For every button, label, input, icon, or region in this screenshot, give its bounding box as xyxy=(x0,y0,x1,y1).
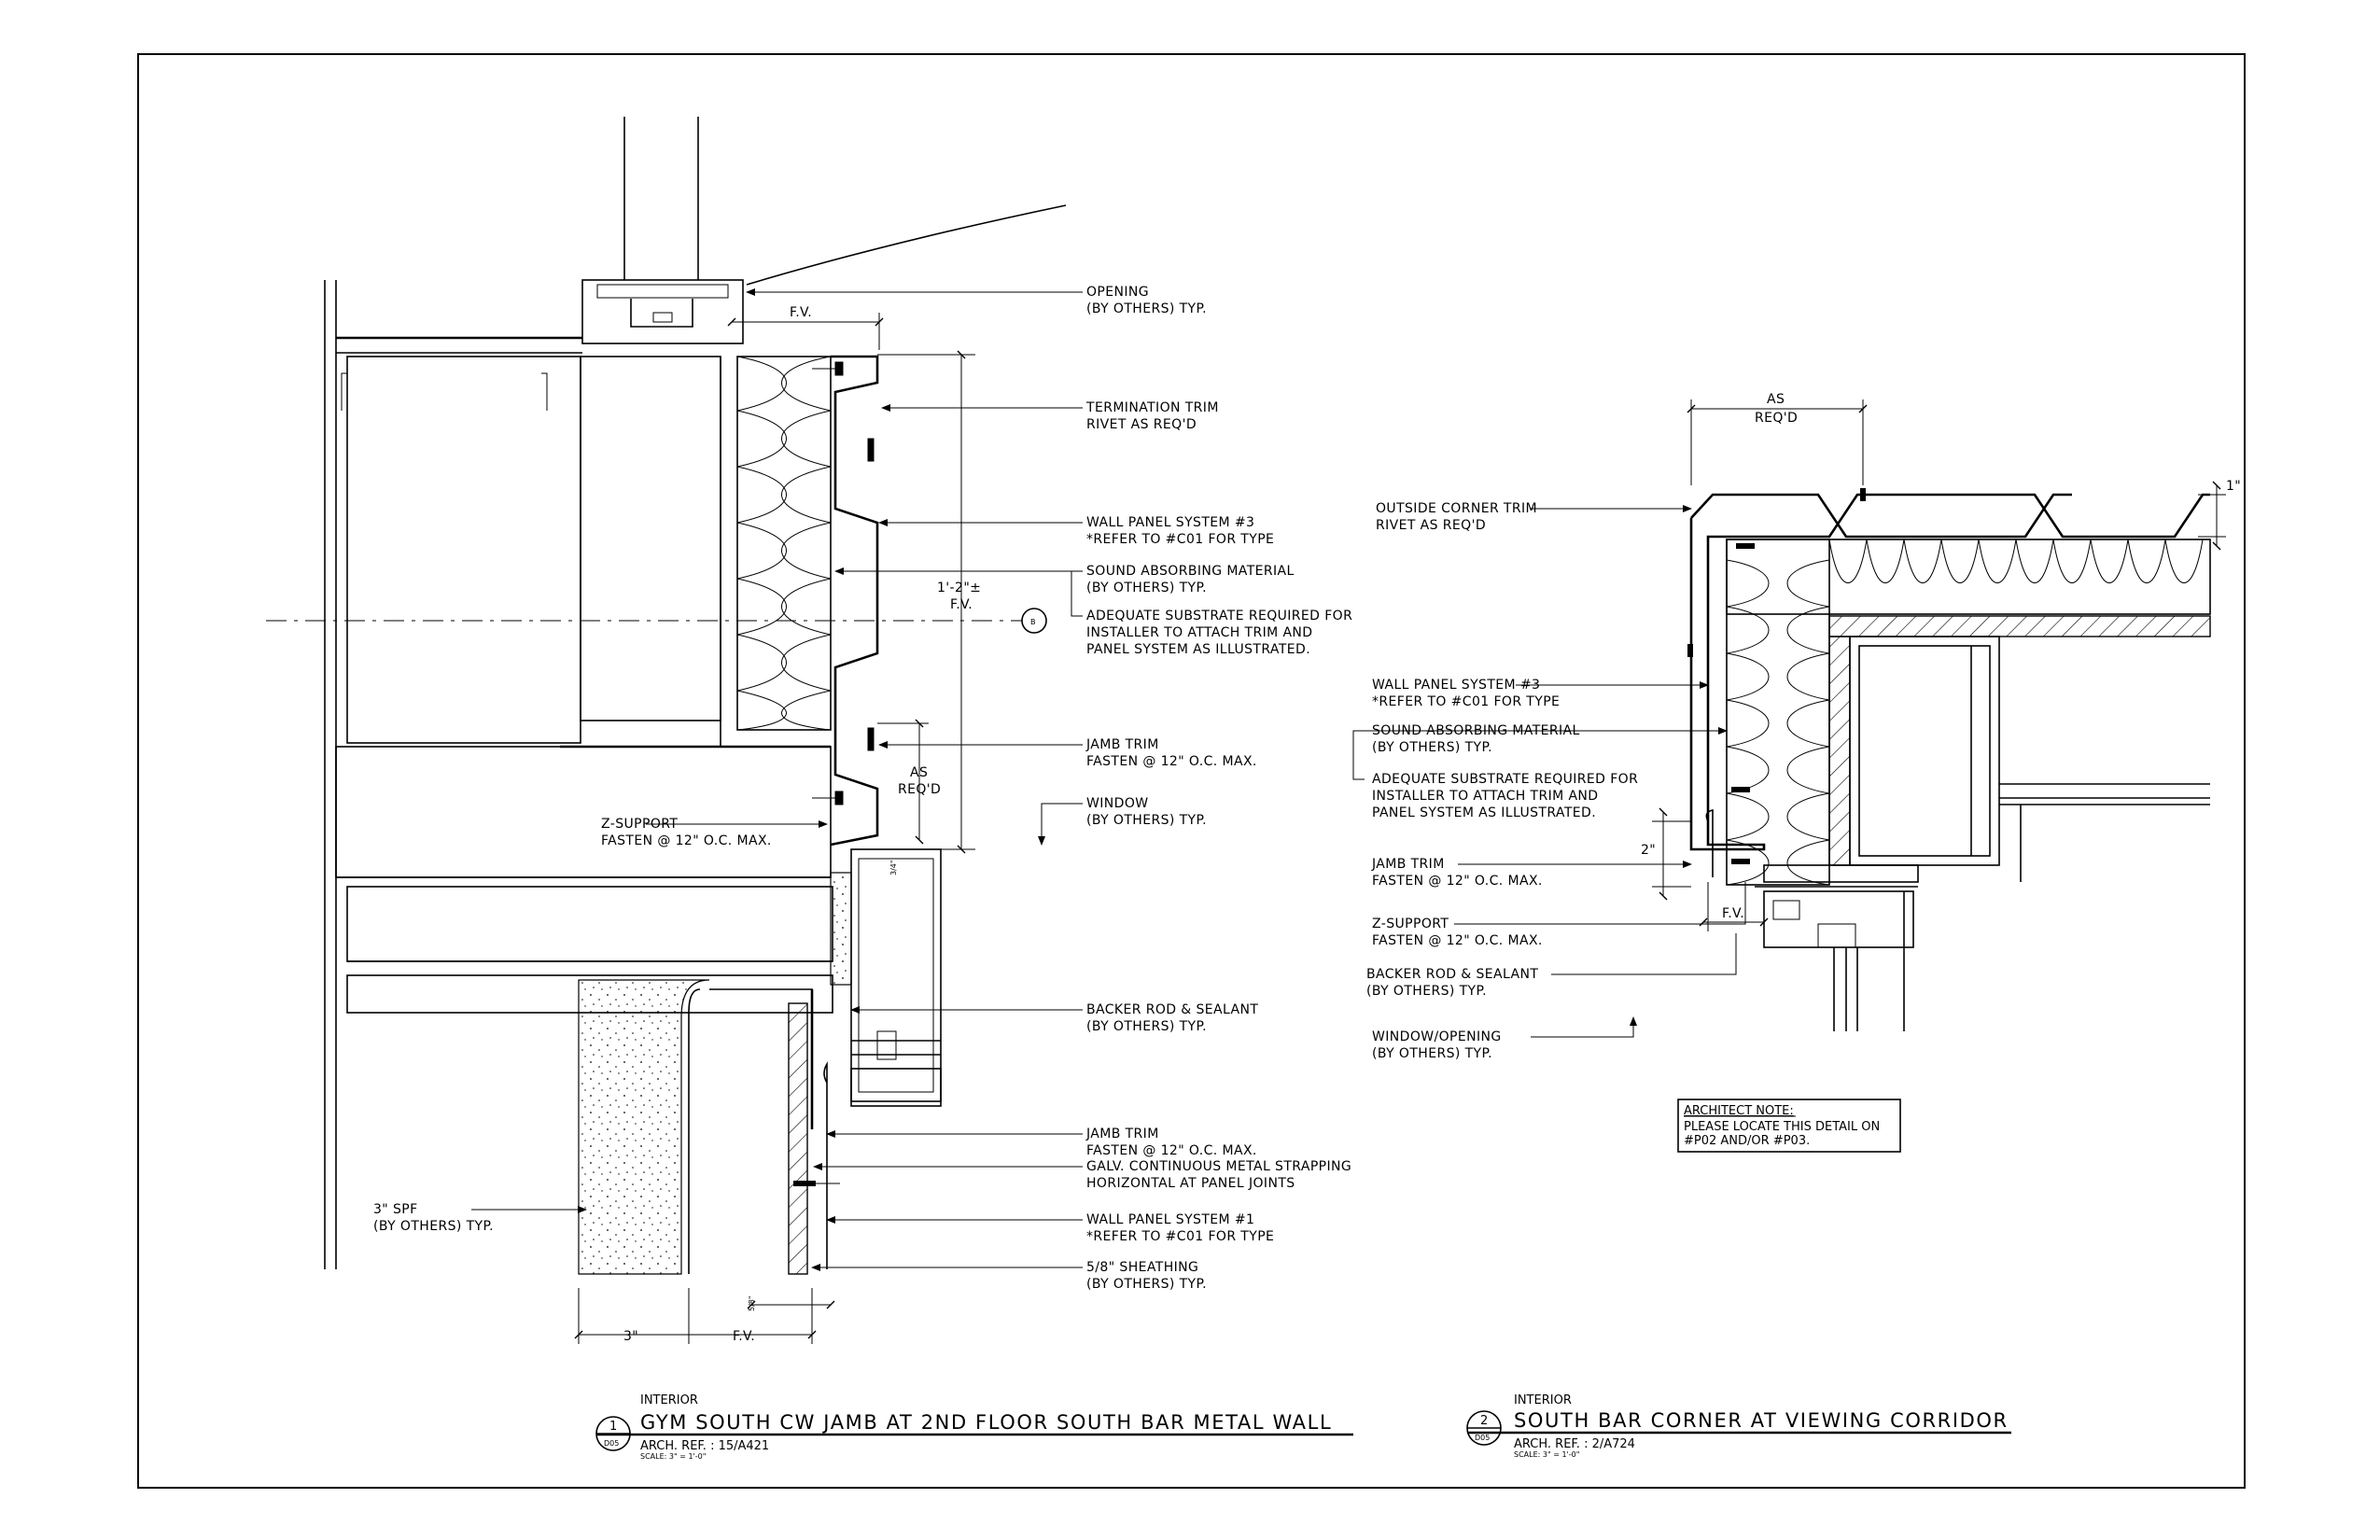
detail-1-dim-bottom-fv: F.V. xyxy=(733,1329,755,1344)
label-opening-1: OPENING xyxy=(1086,285,1149,300)
detail-1-labels: OPENING (BY OTHERS) TYP. TERMINATION TRI… xyxy=(373,285,1352,1292)
label-window-1: WINDOW xyxy=(1086,796,1149,811)
detail-1-dim-fv-top: F.V. xyxy=(790,305,812,320)
detail-1-dim-as-reqd-1: AS xyxy=(910,765,928,780)
detail-2-labels: OUTSIDE CORNER TRIM RIVET AS REQ'D WALL … xyxy=(1366,501,1638,1061)
label-wall-panel-1-1: WALL PANEL SYSTEM #1 xyxy=(1086,1212,1254,1227)
label-jamb-trim-upper-1: JAMB TRIM xyxy=(1085,737,1159,752)
detail-1-title-block: 1 D05 INTERIOR GYM SOUTH CW JAMB AT 2ND … xyxy=(595,1393,1353,1461)
label-opening-2: (BY OTHERS) TYP. xyxy=(1086,301,1207,316)
label-jamb-trim-lower-2: FASTEN @ 12" O.C. MAX. xyxy=(1086,1143,1257,1158)
detail-1-dim-overall-1: 1'-2"± xyxy=(937,581,981,595)
label-d2-window-opening-2: (BY OTHERS) TYP. xyxy=(1372,1046,1492,1061)
label-termination-trim-2: RIVET AS REQ'D xyxy=(1086,417,1197,432)
detail-1-dim-bottom-3: 3" xyxy=(623,1329,638,1344)
detail-1-scale: SCALE: 3" = 1'-0" xyxy=(640,1452,706,1461)
detail-1-arch-ref: ARCH. REF. : 15/A421 xyxy=(640,1439,769,1453)
label-d2-jamb-trim-2: FASTEN @ 12" O.C. MAX. xyxy=(1372,874,1543,889)
label-window-2: (BY OTHERS) TYP. xyxy=(1086,813,1207,828)
label-d2-substrate-2: INSTALLER TO ATTACH TRIM AND xyxy=(1372,789,1599,804)
detail-1-dim-sheathing: 5/8" xyxy=(748,1295,756,1311)
label-d2-backer-rod-1: BACKER ROD & SEALANT xyxy=(1366,967,1538,982)
detail-1-sheet: D05 xyxy=(604,1439,619,1448)
detail-2-title: SOUTH BAR CORNER AT VIEWING CORRIDOR xyxy=(1514,1409,2009,1432)
label-substrate-2: INSTALLER TO ATTACH TRIM AND xyxy=(1086,625,1313,640)
label-galv-strapping-1: GALV. CONTINUOUS METAL STRAPPING xyxy=(1086,1159,1351,1174)
detail-2-dim-as-reqd-2: REQ'D xyxy=(1755,411,1798,426)
detail-2-title-block: 2 D05 INTERIOR SOUTH BAR CORNER AT VIEWI… xyxy=(1466,1393,2011,1459)
architect-note-heading: ARCHITECT NOTE: xyxy=(1684,1104,1794,1118)
label-d2-wall-panel-3-1: WALL PANEL SYSTEM #3 xyxy=(1372,678,1540,693)
label-spf-2: (BY OTHERS) TYP. xyxy=(373,1219,494,1234)
detail-1-dim-overall-2: F.V. xyxy=(950,597,973,612)
detail-2-dim-two-inch: 2" xyxy=(1641,843,1656,858)
label-wall-panel-1-2: *REFER TO #C01 FOR TYPE xyxy=(1086,1229,1274,1244)
label-d2-sound-absorbing-2: (BY OTHERS) TYP. xyxy=(1372,740,1492,755)
label-backer-rod-1: BACKER ROD & SEALANT xyxy=(1086,1002,1258,1017)
label-d2-substrate-1: ADEQUATE SUBSTRATE REQUIRED FOR xyxy=(1372,772,1638,787)
label-jamb-trim-upper-2: FASTEN @ 12" O.C. MAX. xyxy=(1086,754,1257,769)
detail-1-drawing: B F.V. 1'-2"± F.V. AS REQ'D 3/4" 5/8" 3"… xyxy=(266,117,1067,1344)
detail-2-dim-as-reqd-1: AS xyxy=(1767,392,1785,407)
detail-2-leaders xyxy=(1352,505,1746,1038)
detail-1-number: 1 xyxy=(609,1420,617,1434)
label-sound-absorbing-1: SOUND ABSORBING MATERIAL xyxy=(1086,564,1295,579)
detail-2-drawing: AS REQ'D 1" 2" F.V. xyxy=(1641,392,2241,1031)
detail-1-title-prefix: INTERIOR xyxy=(640,1393,698,1407)
label-wall-panel-3-1: WALL PANEL SYSTEM #3 xyxy=(1086,515,1254,530)
label-wall-panel-3-2: *REFER TO #C01 FOR TYPE xyxy=(1086,532,1274,547)
architect-note-line-2: #P02 AND/OR #P03. xyxy=(1684,1134,1810,1148)
label-z-support-2: FASTEN @ 12" O.C. MAX. xyxy=(601,833,772,848)
label-d2-substrate-3: PANEL SYSTEM AS ILLUSTRATED. xyxy=(1372,805,1596,820)
label-sheathing-1: 5/8" SHEATHING xyxy=(1086,1260,1198,1275)
label-d2-sound-absorbing-1: SOUND ABSORBING MATERIAL xyxy=(1372,723,1580,738)
label-d2-jamb-trim-1: JAMB TRIM xyxy=(1371,857,1445,872)
label-termination-trim-1: TERMINATION TRIM xyxy=(1085,400,1219,415)
label-sound-absorbing-2: (BY OTHERS) TYP. xyxy=(1086,581,1207,595)
label-d2-z-support-1: Z-SUPPORT xyxy=(1372,917,1449,931)
label-d2-window-opening-1: WINDOW/OPENING xyxy=(1372,1029,1502,1044)
label-backer-rod-2: (BY OTHERS) TYP. xyxy=(1086,1019,1207,1034)
label-substrate-1: ADEQUATE SUBSTRATE REQUIRED FOR xyxy=(1086,609,1352,623)
architect-note-line-1: PLEASE LOCATE THIS DETAIL ON xyxy=(1684,1120,1880,1134)
label-spf-1: 3" SPF xyxy=(373,1202,418,1217)
label-sheathing-2: (BY OTHERS) TYP. xyxy=(1086,1277,1207,1292)
label-d2-backer-rod-2: (BY OTHERS) TYP. xyxy=(1366,984,1487,999)
detail-2-sheet: D05 xyxy=(1475,1434,1490,1442)
detail-2-scale: SCALE: 3" = 1'-0" xyxy=(1514,1450,1579,1459)
detail-1-dim-window-gap: 3/4" xyxy=(889,860,898,875)
label-jamb-trim-lower-1: JAMB TRIM xyxy=(1085,1127,1159,1141)
label-d2-z-support-2: FASTEN @ 12" O.C. MAX. xyxy=(1372,933,1543,948)
label-z-support-1: Z-SUPPORT xyxy=(601,817,678,832)
label-outside-corner-trim-1: OUTSIDE CORNER TRIM xyxy=(1376,501,1537,516)
detail-2-arch-ref: ARCH. REF. : 2/A724 xyxy=(1514,1437,1635,1451)
label-substrate-3: PANEL SYSTEM AS ILLUSTRATED. xyxy=(1086,642,1310,657)
detail-2-dim-one-inch: 1" xyxy=(2226,479,2241,494)
detail-1-grid-bubble: B xyxy=(1030,618,1036,626)
sheet-border xyxy=(137,53,2246,1489)
detail-1-leaders xyxy=(471,288,1083,1271)
detail-1-title: GYM SOUTH CW JAMB AT 2ND FLOOR SOUTH BAR… xyxy=(640,1411,1332,1434)
detail-1-dim-as-reqd-2: REQ'D xyxy=(898,782,941,797)
detail-2-number: 2 xyxy=(1480,1414,1488,1428)
architect-note: ARCHITECT NOTE: PLEASE LOCATE THIS DETAI… xyxy=(1677,1099,1901,1153)
detail-2-dim-fv: F.V. xyxy=(1722,906,1744,921)
label-galv-strapping-2: HORIZONTAL AT PANEL JOINTS xyxy=(1086,1176,1295,1191)
label-outside-corner-trim-2: RIVET AS REQ'D xyxy=(1376,518,1486,533)
label-d2-wall-panel-3-2: *REFER TO #C01 FOR TYPE xyxy=(1372,694,1560,709)
detail-2-title-prefix: INTERIOR xyxy=(1514,1393,1572,1407)
